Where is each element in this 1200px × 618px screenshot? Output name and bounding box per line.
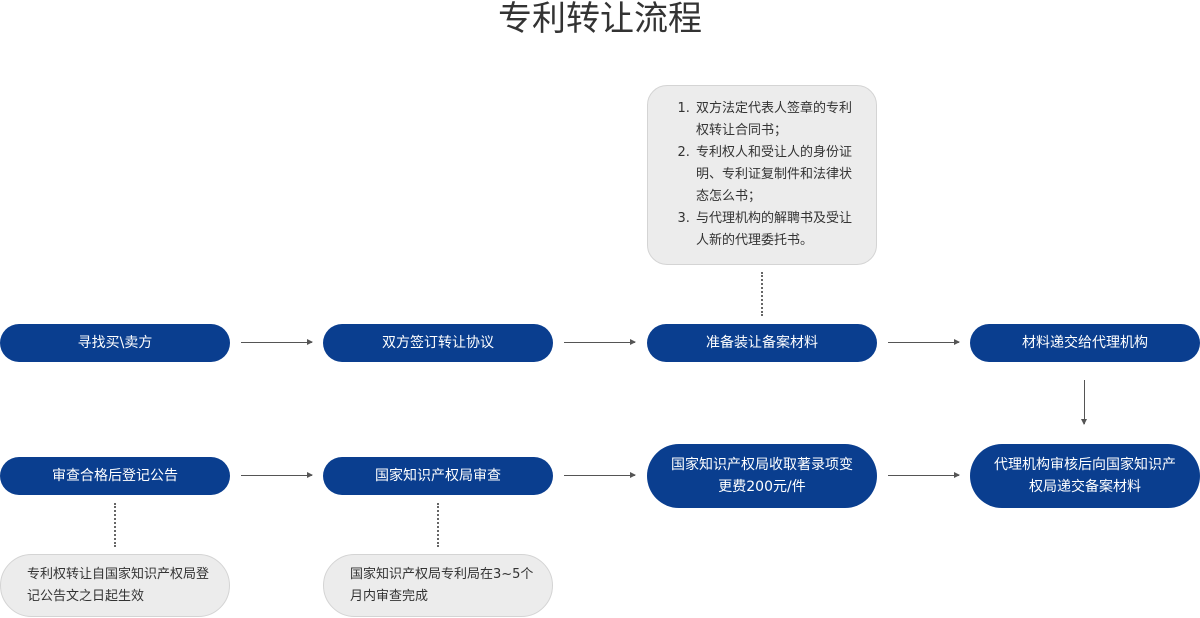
materials-item-2: 专利权人和受让人的身份证明、专利证复制件和法律状态怎么书； <box>694 142 858 208</box>
arrow-submit-to-review <box>1081 380 1087 425</box>
effective-note: 专利权转让自国家知识产权局登记公告文之日起生效 <box>0 554 230 617</box>
step-sign-agreement: 双方签订转让协议 <box>323 324 553 362</box>
arrow-prepare-to-submit <box>888 339 960 345</box>
step-prepare-materials: 准备装让备案材料 <box>647 324 877 362</box>
materials-item-3: 与代理机构的解聘书及受让人新的代理委托书。 <box>694 208 858 252</box>
materials-note: 双方法定代表人签章的专利权转让合同书； 专利权人和受让人的身份证明、专利证复制件… <box>647 85 877 265</box>
connector-materials-note <box>761 272 763 316</box>
examine-duration-text: 国家知识产权局专利局在3~5个月内审查完成 <box>350 566 534 604</box>
arrow-examine-to-fee <box>564 472 636 478</box>
arrow-announce-to-examine <box>241 472 313 478</box>
step-agency-review: 代理机构审核后向国家知识产权局递交备案材料 <box>970 444 1200 508</box>
page-title: 专利转让流程 <box>498 0 702 39</box>
arrow-fee-to-review <box>888 472 960 478</box>
materials-list: 双方法定代表人签章的专利权转让合同书； 专利权人和受让人的身份证明、专利证复制件… <box>648 86 876 252</box>
step-cnipa-examine: 国家知识产权局审查 <box>323 457 553 495</box>
effective-text: 专利权转让自国家知识产权局登记公告文之日起生效 <box>27 566 210 604</box>
arrow-sign-to-prepare <box>564 339 636 345</box>
materials-item-1: 双方法定代表人签章的专利权转让合同书； <box>694 98 858 142</box>
connector-effective-note <box>114 503 116 547</box>
connector-examine-note <box>437 503 439 547</box>
step-submit-agency: 材料递交给代理机构 <box>970 324 1200 362</box>
examine-duration-note: 国家知识产权局专利局在3~5个月内审查完成 <box>323 554 553 617</box>
arrow-find-to-sign <box>241 339 313 345</box>
step-find-parties: 寻找买\卖方 <box>0 324 230 362</box>
step-cnipa-fee: 国家知识产权局收取著录项变更费200元/件 <box>647 444 877 508</box>
step-announce: 审查合格后登记公告 <box>0 457 230 495</box>
